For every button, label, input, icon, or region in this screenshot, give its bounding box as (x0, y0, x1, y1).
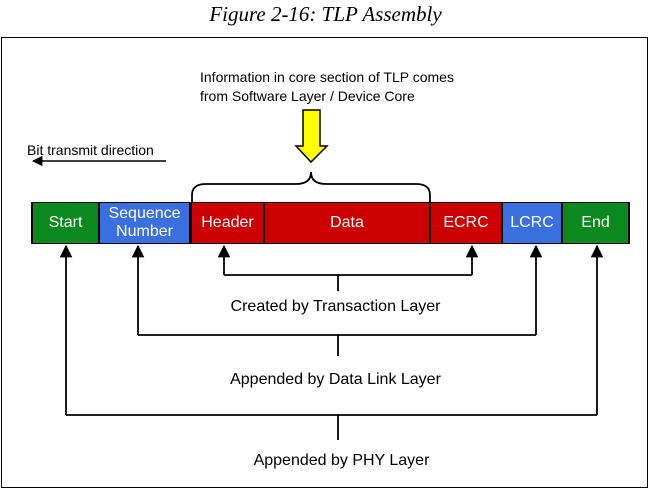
diagram-frame (1, 37, 648, 488)
datalink-layer-bracket (131, 244, 543, 356)
core-section-note-line2: from Software Layer / Device Core (200, 88, 415, 104)
segment-ecrc-label: ECRC (443, 214, 489, 231)
segment-lcrc: LCRC (503, 203, 561, 243)
segment-start-label: Start (48, 214, 83, 231)
segment-end-label: End (581, 214, 610, 231)
segment-data-label: Data (330, 214, 364, 231)
transaction-layer-label: Created by Transaction Layer (230, 298, 441, 315)
core-section-brace (191, 171, 431, 203)
phy-layer-bracket (59, 244, 604, 440)
segment-end: End (563, 203, 628, 243)
bit-direction-label: Bit transmit direction (27, 142, 154, 158)
core-section-note: Information in core section of TLP comes… (200, 68, 454, 106)
segment-sequence-number: Sequence Number (100, 203, 189, 243)
segment-lcrc-label: LCRC (510, 214, 554, 231)
segment-header-label: Header (201, 214, 254, 231)
segment-header: Header (192, 203, 263, 243)
core-section-note-line1: Information in core section of TLP comes (200, 69, 454, 85)
transaction-layer-bracket (217, 244, 479, 291)
phy-layer-label: Appended by PHY Layer (253, 452, 430, 469)
segment-sequence-line2: Number (116, 223, 173, 240)
segment-data: Data (265, 203, 429, 243)
datalink-layer-label: Appended by Data Link Layer (230, 371, 441, 388)
segment-sequence-line1: Sequence (108, 205, 181, 222)
down-arrow-icon (294, 109, 329, 164)
segment-ecrc: ECRC (431, 203, 501, 243)
segment-start: Start (33, 203, 98, 243)
figure-caption: Figure 2-16: TLP Assembly (209, 2, 442, 26)
